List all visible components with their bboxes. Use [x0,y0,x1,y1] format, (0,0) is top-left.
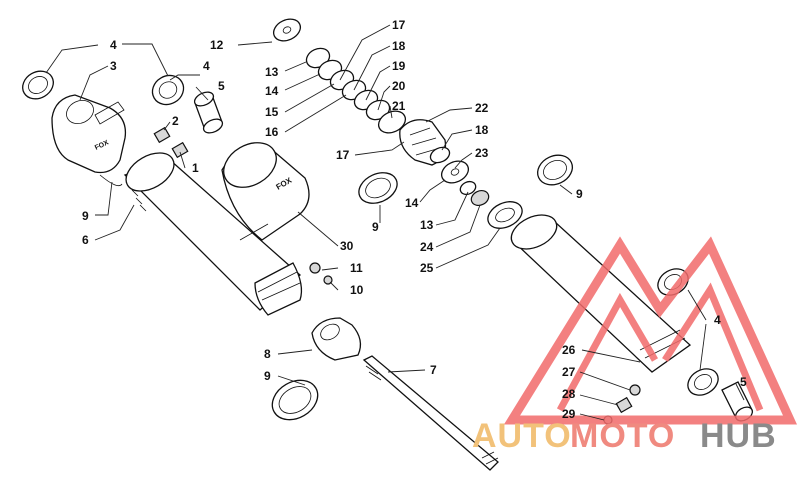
label-4a: 4 [110,38,117,52]
label-9a: 9 [82,209,89,223]
label-4c: 4 [714,313,721,327]
label-7: 7 [430,363,437,377]
part-6-body [123,152,303,316]
label-30: 30 [340,239,354,253]
label-9c: 9 [576,187,583,201]
label-25: 25 [420,261,434,275]
part-9-ring-b [358,172,398,204]
part-9-ring-c [536,154,574,186]
label-12: 12 [210,38,224,52]
part-4-bushing-b [151,74,185,106]
label-13b: 13 [420,218,434,232]
part-30-shell: FOX [221,142,310,241]
label-18b: 18 [475,123,489,137]
part-12-washer [272,18,302,42]
label-13a: 13 [265,65,279,79]
label-29: 29 [562,407,576,421]
label-5a: 5 [218,79,225,93]
watermark-logo [503,236,798,425]
label-27: 27 [562,365,576,379]
label-23: 23 [475,146,489,160]
part-9-ring-d [271,379,319,421]
label-17a: 17 [392,18,406,32]
watermark-hub: HUB [700,417,777,455]
label-1: 1 [192,161,199,175]
part-26-damper-body [510,214,692,373]
label-19: 19 [392,59,406,73]
label-18a: 18 [392,39,406,53]
label-9b: 9 [372,220,379,234]
label-20: 20 [392,79,406,93]
label-28: 28 [562,387,576,401]
label-24: 24 [420,240,434,254]
part-9-ring-a [99,174,123,187]
label-17b: 17 [336,148,350,162]
leader-lines [45,24,745,421]
part-4-bushing [22,70,54,100]
label-21: 21 [392,99,406,113]
label-16: 16 [265,125,279,139]
label-6: 6 [82,233,89,247]
watermark-triangle-icon [503,236,798,425]
part-27-ball [629,384,641,396]
part-3-eyelet: FOX [51,94,127,174]
label-22: 22 [475,101,489,115]
part-2-valve [153,126,171,144]
part-4-bushing-d [687,368,719,396]
part-23-washer [440,160,470,184]
part-25-cap [487,201,523,229]
part-5-sleeve [193,91,224,134]
label-4b: 4 [203,59,210,73]
label-15: 15 [265,105,279,119]
part-1-valve-cap [171,141,189,159]
label-5b: 5 [740,375,747,389]
part-8-bearing [311,317,362,361]
part-7-shaft [362,355,499,471]
label-8: 8 [264,347,271,361]
label-14a: 14 [265,84,279,98]
label-14b: 14 [405,196,419,210]
label-3: 3 [110,59,117,73]
part-28-valve [615,396,633,414]
part-18-shim [429,146,451,164]
watermark-moto: MOTO [570,417,675,455]
label-10: 10 [350,283,364,297]
label-9d: 9 [264,369,271,383]
watermark-auto: AUTO [472,417,572,455]
part-labels: 4 3 4 5 2 1 9 6 12 13 14 15 16 17 18 19 … [82,18,747,421]
part-11-ball [309,262,321,274]
part-24-nut [470,190,490,206]
label-11: 11 [350,261,363,275]
label-26: 26 [562,343,576,357]
part-13-washer [459,180,477,196]
label-2: 2 [172,114,179,128]
